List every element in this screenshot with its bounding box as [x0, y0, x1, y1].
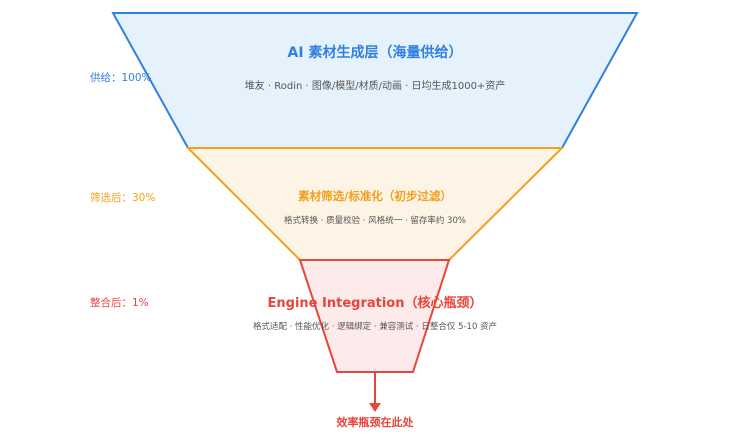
bottleneck-note: 效率瓶颈在此处 — [336, 416, 414, 429]
filtering-stage-title: 素材筛选/标准化（初步过滤） — [298, 189, 452, 203]
generation-stage-description: 堆友 · Rodin · 图像/模型/材质/动画 · 日均生成1000+资产 — [244, 81, 506, 92]
generation-stage-title: AI 素材生成层（海量供给） — [287, 45, 463, 61]
filtering-stage-description: 格式转换 · 质量校验 · 风格统一 · 留存率约 30% — [284, 216, 466, 226]
filtered-percent-label: 筛选后：30% — [90, 192, 156, 204]
integrated-percent-label: 整合后：1% — [90, 297, 149, 309]
integration-stage-description: 格式适配 · 性能优化 · 逻辑绑定 · 兼容测试 · 日整合仅 5-10 资产 — [252, 322, 498, 332]
bottleneck-arrow-head — [369, 403, 381, 412]
integration-stage-title: Engine Integration（核心瓶颈） — [267, 296, 483, 311]
funnel-stage-filtering — [185, 147, 565, 261]
funnel-stage-integration — [298, 259, 451, 373]
supply-percent-label: 供给：100% — [90, 72, 152, 84]
